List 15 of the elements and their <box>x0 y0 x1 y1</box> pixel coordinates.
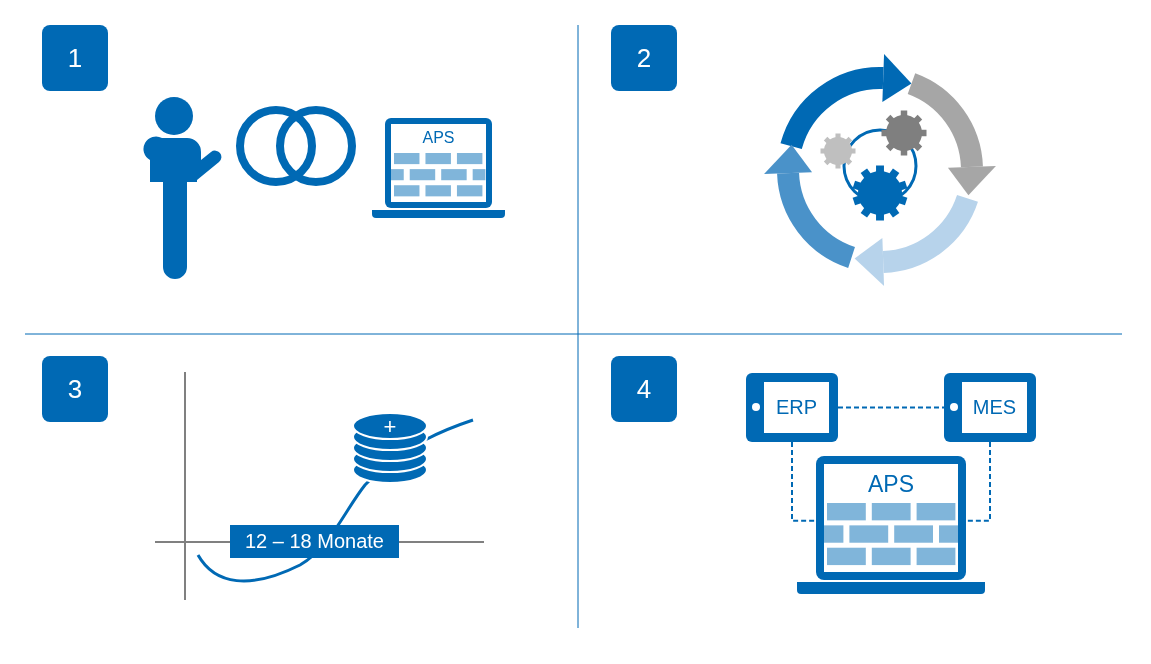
screen-label: APS <box>866 471 915 499</box>
connector-line <box>791 441 817 522</box>
number-badge: 1 <box>42 25 108 91</box>
coin-label: + <box>382 414 398 440</box>
number-badge: 3 <box>42 356 108 422</box>
number-badge: 4 <box>611 356 677 422</box>
duration-label: 12 – 18 Monate <box>230 525 399 558</box>
tablet <box>944 373 1036 442</box>
tablet <box>746 373 838 442</box>
number-badge: 2 <box>611 25 677 91</box>
connector-line <box>965 441 991 522</box>
screen-label: ERP <box>774 396 819 419</box>
screen-label: APS <box>421 129 456 148</box>
connector-line <box>837 406 945 409</box>
screen-label: MES <box>971 396 1018 419</box>
